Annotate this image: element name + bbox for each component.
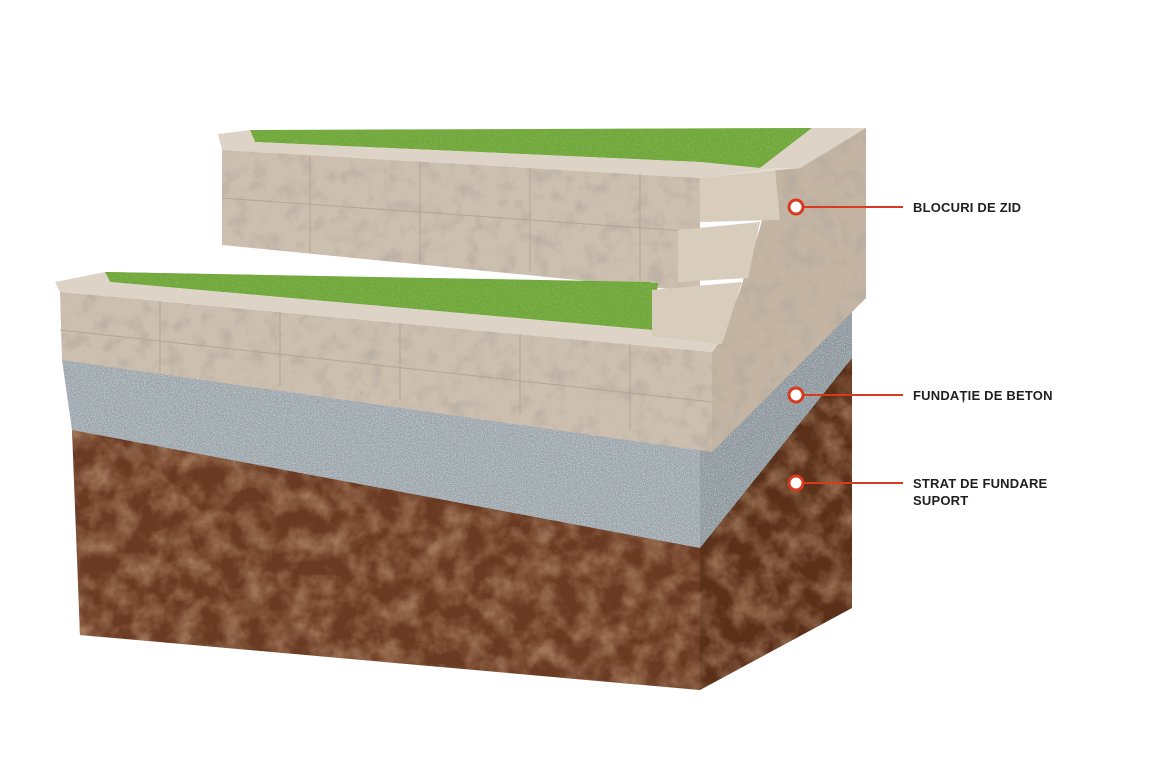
callout-leader-wall-blocks <box>787 198 903 216</box>
side-wall-face <box>652 128 866 452</box>
label-concrete-foundation-text: FUNDAȚIE DE BETON <box>913 388 1053 403</box>
callout-marker-support-base <box>787 474 805 492</box>
lower-wall-tier <box>55 272 720 452</box>
label-support-base-line2: SUPORT <box>913 493 969 508</box>
callout-leader-support-base <box>787 474 903 492</box>
callout-marker-wall-blocks <box>787 198 805 216</box>
upper-wall-tier <box>218 128 866 292</box>
callout-marker-concrete <box>787 386 805 404</box>
label-support-base: STRAT DE FUNDARE SUPORT <box>913 475 1047 509</box>
label-wall-blocks-text: BLOCURI DE ZID <box>913 200 1022 215</box>
label-support-base-line1: STRAT DE FUNDARE <box>913 476 1048 491</box>
label-wall-blocks: BLOCURI DE ZID <box>913 199 1021 216</box>
label-concrete-foundation: FUNDAȚIE DE BETON <box>913 387 1053 404</box>
callout-leader-concrete <box>787 386 903 404</box>
